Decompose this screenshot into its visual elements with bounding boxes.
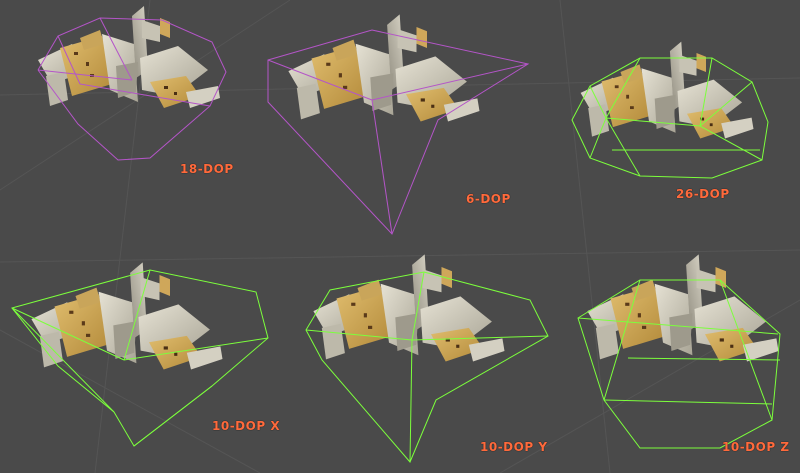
mesh-model [31, 262, 222, 369]
panel-26-dop[interactable] [572, 42, 768, 178]
label-18-dop: 18-DOP [180, 162, 234, 176]
mesh-model [581, 42, 754, 139]
label-10-dop-x: 10-DOP X [212, 419, 280, 433]
mesh-model [587, 254, 778, 361]
panel-18-dop[interactable] [38, 6, 226, 160]
label-10-dop-z: 10-DOP Z [722, 440, 790, 454]
panel-10-dop-y[interactable] [306, 254, 548, 462]
mesh-model [313, 254, 504, 361]
label-10-dop-y: 10-DOP Y [480, 440, 548, 454]
label-26-dop: 26-DOP [676, 187, 730, 201]
label-6-dop: 6-DOP [466, 192, 511, 206]
panel-10-dop-z[interactable] [578, 254, 780, 448]
mesh-model [288, 14, 479, 121]
